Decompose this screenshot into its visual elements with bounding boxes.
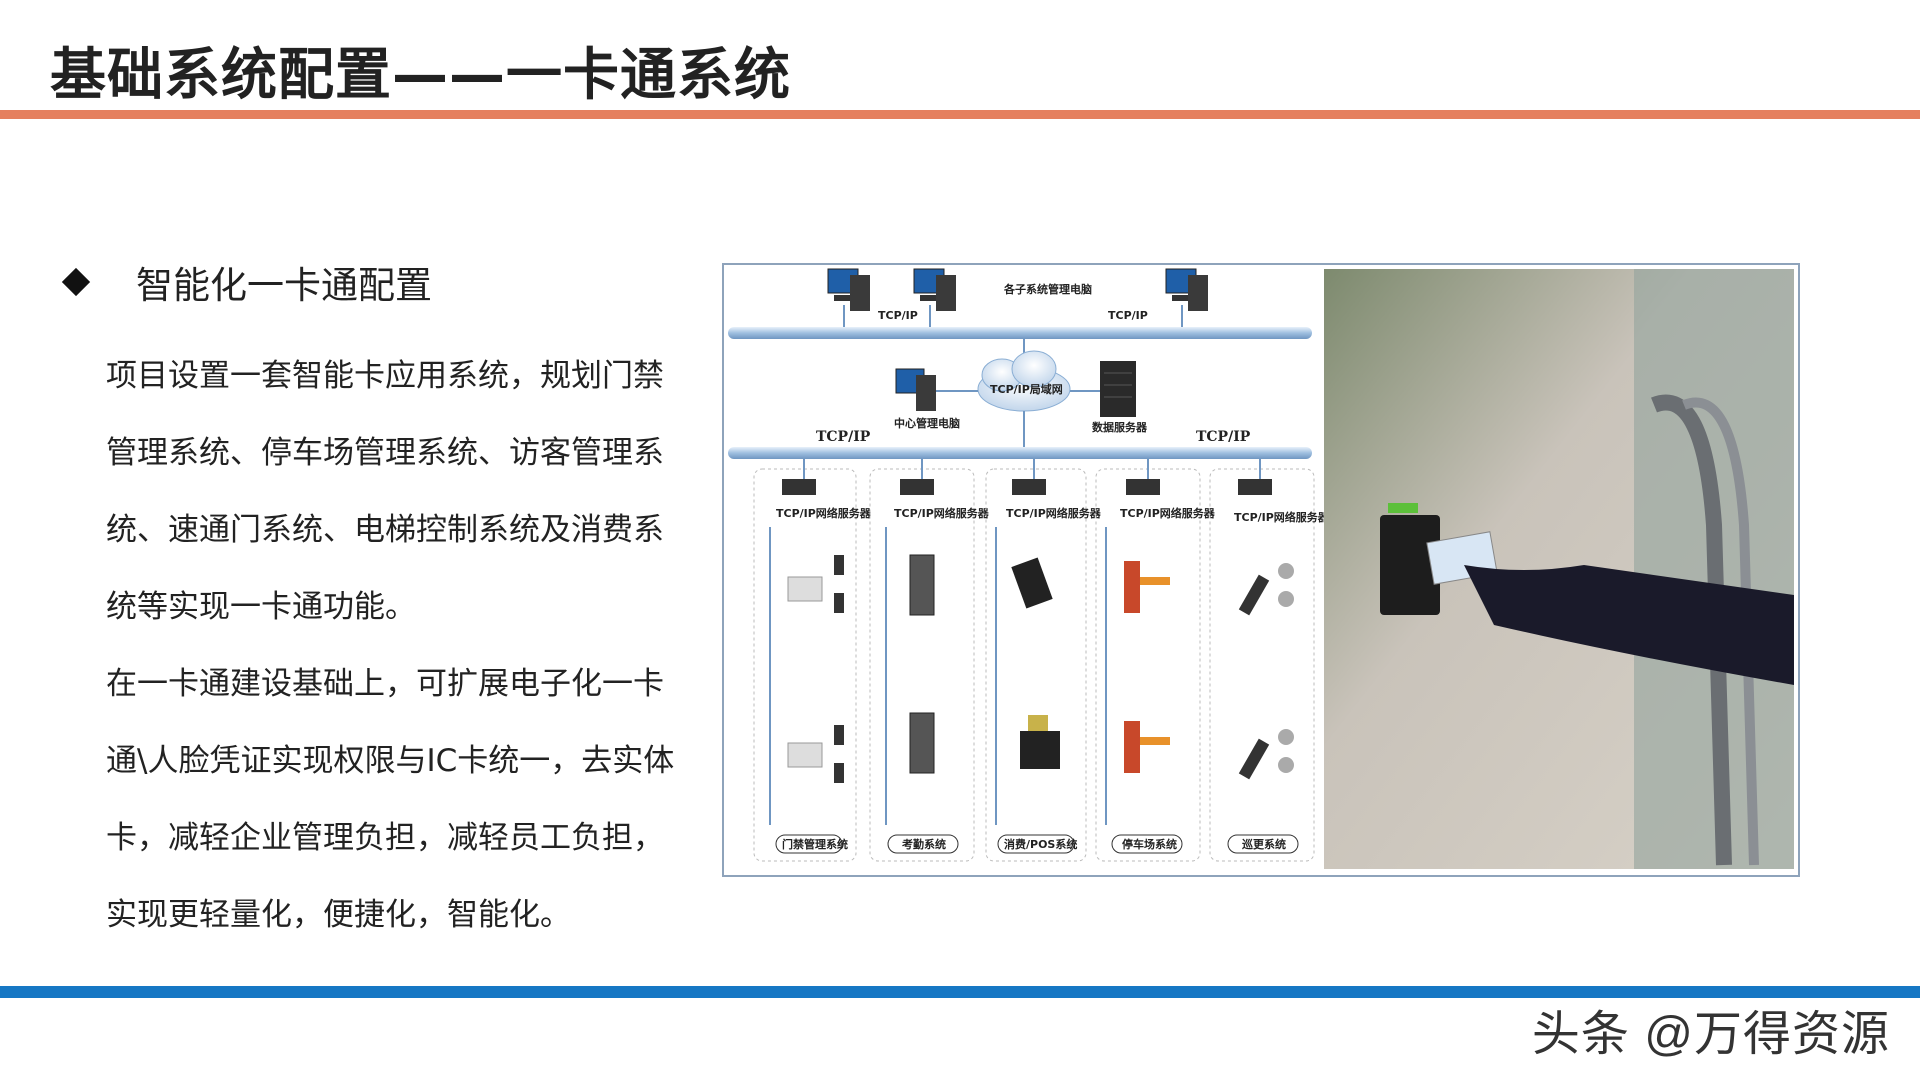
subsystem-label: 巡更系统	[1242, 837, 1286, 851]
net-server-label: TCP/IP网络服务器	[1120, 506, 1216, 520]
title-underline	[0, 110, 1920, 119]
subsystem-label: 停车场系统	[1122, 837, 1177, 851]
network-bus	[728, 447, 1312, 459]
watermark: 头条 @万得资源	[1531, 1008, 1890, 1061]
page-title: 基础系统配置——一卡通系统	[50, 43, 791, 108]
net-server-label: TCP/IP网络服务器	[894, 506, 990, 520]
diamond-bullet-icon	[61, 267, 91, 297]
subsystem-column: TCP/IP网络服务器 巡更系统	[1209, 459, 1330, 862]
subsystem-label: 门禁管理系统	[782, 837, 848, 851]
top-pc-label: 各子系统管理电脑	[1003, 282, 1092, 296]
data-server-label: 数据服务器	[1092, 420, 1148, 434]
data-server-icon	[1100, 361, 1136, 417]
subsystem-column: TCP/IP网络服务器 考勤系统	[869, 459, 990, 862]
workstation-icon	[913, 268, 956, 311]
section-heading: 智能化一卡通配置	[136, 264, 432, 307]
diagram-svg: 各子系统管理电脑 TCP/IP TCP/IP TCP/IP局域网 中心管理电脑	[728, 268, 1794, 869]
footer-rule	[0, 986, 1920, 998]
lan-cloud-icon	[977, 350, 1071, 412]
network-bus	[728, 327, 1312, 339]
one-card-system-diagram: 各子系统管理电脑 TCP/IP TCP/IP TCP/IP局域网 中心管理电脑	[722, 263, 1800, 877]
section-heading-row: 智能化一卡通配置	[61, 252, 432, 312]
workstation-icon	[1165, 268, 1208, 311]
tcpip-label: TCP/IP	[816, 429, 871, 445]
center-pc-icon	[895, 368, 936, 411]
subsystem-column: TCP/IP网络服务器 门禁管理系统	[753, 459, 872, 862]
body-text: 项目设置一套智能卡应用系统，规划门禁管理系统、停车场管理系统、访客管理系统、速通…	[106, 338, 676, 954]
paragraph: 项目设置一套智能卡应用系统，规划门禁管理系统、停车场管理系统、访客管理系统、速通…	[106, 358, 664, 625]
cloud-label: TCP/IP局域网	[990, 382, 1063, 396]
tcpip-label: TCP/IP	[878, 309, 918, 322]
paragraph: 在一卡通建设基础上，可扩展电子化一卡通\人脸凭证实现权限与IC卡统一，去实体卡，…	[106, 666, 675, 933]
subsystem-column: TCP/IP网络服务器 消费/POS系统	[985, 459, 1102, 862]
tcpip-label: TCP/IP	[1196, 429, 1251, 445]
net-server-label: TCP/IP网络服务器	[776, 506, 872, 520]
subsystem-column: TCP/IP网络服务器 停车场系统	[1095, 459, 1216, 862]
net-server-label: TCP/IP网络服务器	[1234, 510, 1330, 524]
tcpip-label: TCP/IP	[1108, 309, 1148, 322]
subsystem-label: 消费/POS系统	[1004, 837, 1077, 851]
net-server-label: TCP/IP网络服务器	[1006, 506, 1102, 520]
workstation-icon	[827, 268, 870, 311]
center-pc-label: 中心管理电脑	[894, 416, 960, 430]
card-reader-photo	[1324, 269, 1794, 869]
subsystem-label: 考勤系统	[902, 837, 946, 851]
